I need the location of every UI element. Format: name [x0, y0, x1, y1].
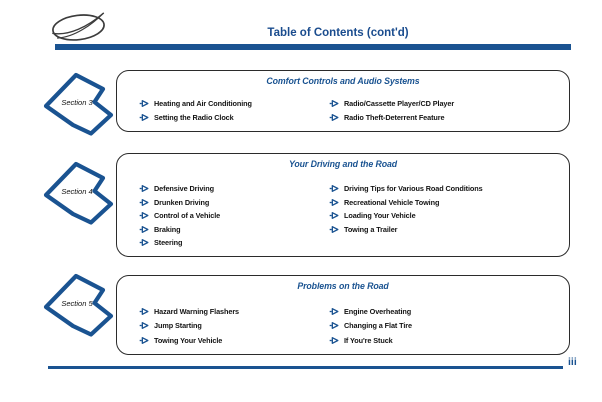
toc-item-label: Defensive Driving — [154, 184, 214, 194]
section-heading: Problems on the Road — [297, 281, 389, 291]
toc-item-label: Radio Theft-Deterrent Feature — [344, 112, 445, 122]
toc-item: If You're Stuck — [329, 333, 569, 348]
arrow-right-bullet-icon — [139, 307, 149, 315]
toc-item-label: Changing a Flat Tire — [344, 321, 413, 331]
arrow-right-bullet-icon — [139, 113, 149, 121]
footer-rule — [48, 366, 563, 369]
toc-item: Loading Your Vehicle — [329, 209, 569, 223]
section-heading: Comfort Controls and Audio Systems — [266, 76, 420, 86]
arrow-right-bullet-icon — [139, 322, 149, 330]
arrow-right-bullet-icon — [139, 225, 149, 233]
toc-item-label: Control of a Vehicle — [154, 211, 221, 221]
arrow-right-bullet-icon — [139, 212, 149, 220]
arrow-right-bullet-icon — [329, 322, 339, 330]
toc-item: Drunken Driving — [139, 196, 329, 210]
toc-item: Hazard Warning Flashers — [139, 304, 329, 319]
section-arrow-label: Section 4 — [61, 187, 93, 196]
toc-item: Braking — [139, 223, 329, 237]
toc-item-label: Steering — [154, 238, 183, 248]
toc-item: Steering — [139, 236, 329, 250]
toc-item-label: Engine Overheating — [344, 306, 412, 316]
toc-item: Radio/Cassette Player/CD Player — [329, 97, 569, 111]
toc-item: Radio Theft-Deterrent Feature — [329, 111, 569, 125]
toc-item: Recreational Vehicle Towing — [329, 196, 569, 210]
arrow-badge-icon — [43, 273, 114, 337]
arrow-right-bullet-icon — [329, 100, 339, 108]
toc-item-label: Setting the Radio Clock — [154, 112, 234, 122]
section-arrow-label: Section 3 — [61, 98, 93, 107]
arrow-right-bullet-icon — [329, 336, 339, 344]
toc-item-label: Towing a Trailer — [344, 224, 398, 234]
section-arrow-badge: Section 4 — [42, 161, 114, 227]
toc-item-label: If You're Stuck — [344, 335, 393, 345]
arrow-right-bullet-icon — [329, 225, 339, 233]
toc-item: Heating and Air Conditioning — [139, 97, 329, 111]
section-arrow-badge: Section 5 — [42, 273, 114, 339]
title-underline-rule — [55, 44, 571, 50]
oldsmobile-logo-icon — [52, 12, 105, 41]
arrow-right-bullet-icon — [329, 185, 339, 193]
toc-item: Defensive Driving — [139, 182, 329, 196]
toc-item: Driving Tips for Various Road Conditions — [329, 182, 569, 196]
page-title: Table of Contents (cont'd) — [267, 27, 409, 39]
arrow-badge-icon — [43, 161, 114, 225]
arrow-right-bullet-icon — [329, 212, 339, 220]
toc-item: Setting the Radio Clock — [139, 111, 329, 125]
arrow-right-bullet-icon — [139, 185, 149, 193]
section-box: Problems on the Road Hazard Warning Flas… — [116, 275, 570, 355]
arrow-right-bullet-icon — [139, 198, 149, 206]
toc-column-right: Driving Tips for Various Road Conditions… — [329, 182, 569, 250]
toc-item-label: Braking — [154, 224, 181, 234]
arrow-right-bullet-icon — [139, 239, 149, 247]
toc-item-label: Driving Tips for Various Road Conditions — [344, 184, 483, 194]
arrow-badge-icon — [43, 72, 114, 136]
toc-item-label: Drunken Driving — [154, 197, 210, 207]
toc-item-label: Loading Your Vehicle — [344, 211, 416, 221]
toc-item: Towing a Trailer — [329, 223, 569, 237]
toc-item-label: Recreational Vehicle Towing — [344, 197, 440, 207]
toc-item: Control of a Vehicle — [139, 209, 329, 223]
arrow-right-bullet-icon — [329, 113, 339, 121]
section-arrow-badge: Section 3 — [42, 72, 114, 138]
section-arrow-label: Section 5 — [61, 299, 93, 308]
toc-item: Towing Your Vehicle — [139, 333, 329, 348]
section-row: Section 5 Problems on the Road Hazard Wa… — [0, 273, 602, 355]
toc-item-label: Hazard Warning Flashers — [154, 306, 240, 316]
section-box: Your Driving and the Road Defensive Driv… — [116, 153, 570, 257]
toc-item-label: Radio/Cassette Player/CD Player — [344, 99, 455, 109]
arrow-right-bullet-icon — [139, 100, 149, 108]
toc-item: Jump Starting — [139, 319, 329, 334]
section-heading: Your Driving and the Road — [288, 159, 398, 169]
section-box: Comfort Controls and Audio Systems Heati… — [116, 70, 570, 132]
section-row: Section 3 Comfort Controls and Audio Sys… — [0, 70, 602, 136]
toc-item-label: Heating and Air Conditioning — [154, 99, 252, 109]
section-row: Section 4 Your Driving and the Road Defe… — [0, 153, 602, 257]
toc-item-label: Towing Your Vehicle — [154, 335, 223, 345]
arrow-right-bullet-icon — [329, 198, 339, 206]
arrow-right-bullet-icon — [139, 336, 149, 344]
toc-item: Changing a Flat Tire — [329, 319, 569, 334]
arrow-right-bullet-icon — [329, 307, 339, 315]
toc-item: Engine Overheating — [329, 304, 569, 319]
toc-item-label: Jump Starting — [154, 321, 202, 331]
page-number: iii — [568, 356, 577, 368]
